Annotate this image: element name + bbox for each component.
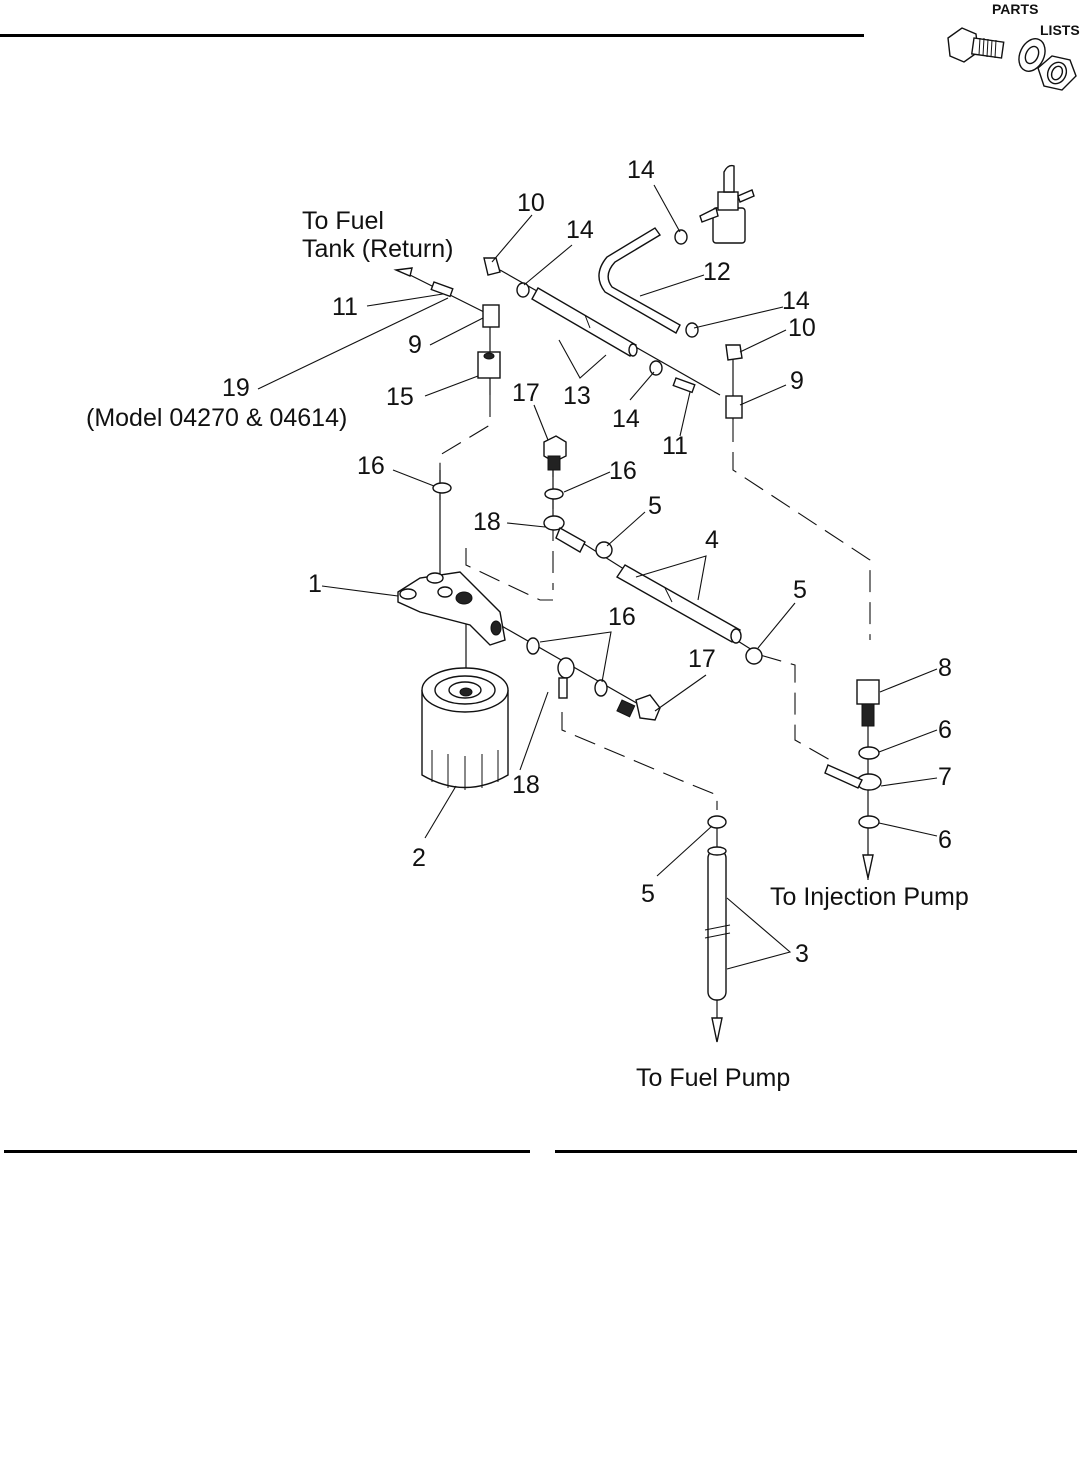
callout-16: 16 [609, 457, 637, 485]
reducer-part-15 [477, 351, 501, 379]
callout-16: 16 [608, 603, 636, 631]
bolt-icon [947, 27, 1005, 63]
callout-14: 14 [612, 405, 640, 433]
header-rule [0, 34, 864, 37]
hose-part-13 [531, 287, 638, 357]
callout-5: 5 [793, 576, 807, 604]
washer-icon [1018, 38, 1046, 72]
leader-lines [257, 184, 938, 970]
washers [432, 482, 880, 829]
callout-18: 18 [512, 771, 540, 799]
caption-model-note: (Model 04270 & 04614) [86, 404, 347, 432]
water-sensor [699, 164, 755, 244]
elbow-part-10 [483, 257, 501, 276]
callout-17: 17 [688, 645, 716, 673]
callout-19: 19 [222, 374, 250, 402]
nut-icon [1037, 55, 1077, 91]
callout-12: 12 [703, 258, 731, 286]
fuel-filter-part-2 [421, 667, 509, 790]
callout-16: 16 [357, 452, 385, 480]
parts-lists-logo: PARTS LISTS [947, 1, 1080, 91]
arrow-to-fuel-tank-icon [393, 267, 413, 277]
flow-arrows [393, 267, 874, 1043]
callout-1: 1 [308, 570, 322, 598]
hose-part-12 [598, 227, 681, 334]
callout-18: 18 [473, 508, 501, 536]
filter-head-part-1 [397, 571, 506, 646]
callout-9: 9 [790, 367, 804, 395]
hose-part-4 [615, 564, 742, 644]
callout-3: 3 [795, 940, 809, 968]
callout-6: 6 [938, 826, 952, 854]
footer-rule-left [4, 1150, 530, 1153]
footer-rule-right [555, 1150, 1077, 1153]
adapter-part-8 [856, 679, 880, 705]
callout-14: 14 [627, 156, 655, 184]
callout-5: 5 [641, 880, 655, 908]
callout-11: 11 [332, 293, 358, 321]
callout-11: 11 [662, 432, 688, 460]
callout-14: 14 [566, 216, 594, 244]
callout-2: 2 [412, 844, 426, 872]
callout-5: 5 [648, 492, 662, 520]
callout-7: 7 [938, 763, 952, 791]
arrow-to-fuel-pump-icon [711, 1017, 723, 1043]
callout-10: 10 [788, 314, 816, 342]
barb-part-11b [672, 377, 696, 394]
logo-text-lists: LISTS [1040, 22, 1080, 38]
fittings [430, 257, 880, 727]
banjo-bolts [543, 435, 661, 721]
banjo-fittings [543, 515, 882, 791]
callout-13: 13 [563, 382, 591, 410]
callout-9: 9 [408, 331, 422, 359]
arrow-to-injection-pump-icon [862, 854, 874, 879]
caption-to-fuel-tank-line2: Tank (Return) [302, 235, 453, 263]
callout-10: 10 [517, 189, 545, 217]
callout-6: 6 [938, 716, 952, 744]
caption-to-injection-pump: To Injection Pump [770, 883, 969, 911]
hose-clamps [516, 229, 763, 829]
barb-part-11 [430, 281, 454, 298]
elbow-part-10b [725, 344, 743, 361]
adapter-part-9b [725, 395, 743, 419]
hose-part-3 [704, 846, 731, 1001]
callout-15: 15 [386, 383, 414, 411]
adapter-part-9 [482, 304, 500, 328]
logo-text-parts: PARTS [992, 1, 1038, 17]
caption-to-fuel-pump: To Fuel Pump [636, 1064, 790, 1092]
callout-14: 14 [782, 287, 810, 315]
callout-4: 4 [705, 526, 719, 554]
callout-8: 8 [938, 654, 952, 682]
caption-to-fuel-tank-line1: To Fuel [302, 207, 384, 235]
callout-17: 17 [512, 379, 540, 407]
